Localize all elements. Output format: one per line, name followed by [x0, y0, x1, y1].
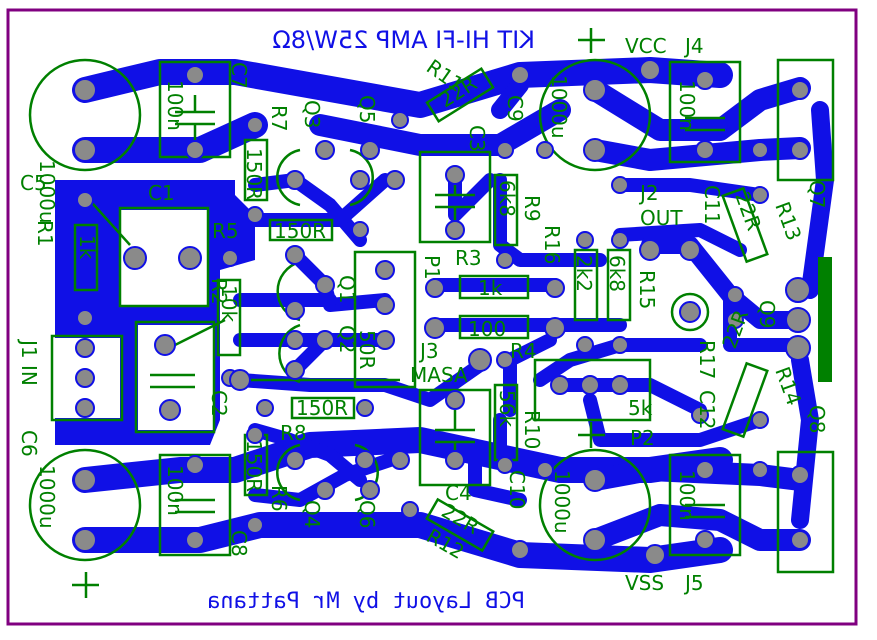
label-r3v: 1k — [478, 276, 503, 300]
label-c12v: 100n — [675, 470, 699, 521]
c5-outline — [28, 58, 142, 172]
label-c7: C7 — [227, 62, 251, 89]
label-r2v: 10k — [217, 285, 241, 322]
label-q5: Q5 — [355, 95, 379, 123]
label-r17: R17 — [695, 340, 719, 379]
label-r4v: 100 — [468, 317, 506, 341]
c9-outline — [538, 58, 652, 172]
label-r10v: 56k — [495, 390, 519, 427]
label-q7: Q7 — [805, 180, 829, 208]
label-r7: R7 — [267, 105, 291, 132]
label-c2: C2 — [207, 390, 231, 417]
label-q6: Q6 — [355, 500, 379, 528]
label-c11v: 100n — [675, 80, 699, 131]
label-r3: R3 — [455, 246, 482, 270]
c10-outline — [538, 448, 652, 562]
label-c10: C10 — [505, 470, 529, 509]
label-c6v: 1000u — [35, 465, 59, 529]
label-gnd: MASA — [410, 363, 468, 387]
label-r15v: 6k8 — [605, 255, 629, 292]
label-r16: R16 — [540, 225, 564, 264]
label-q2: Q2 — [335, 325, 359, 353]
label-r6v: 150R — [242, 440, 266, 492]
label-r1: R1 — [33, 220, 57, 247]
label-j3: J3 — [418, 339, 439, 363]
label-c11: C11 — [700, 185, 724, 224]
label-r15: R15 — [635, 270, 659, 309]
label-vss: VSS — [625, 571, 664, 595]
label-c6: C6 — [17, 430, 41, 457]
label-q3: Q3 — [300, 100, 324, 128]
label-r5v: 150R — [274, 219, 326, 243]
silkscreen-layer — [28, 28, 835, 598]
label-q4: Q4 — [300, 500, 324, 528]
label-r1v: 1k — [75, 235, 99, 260]
pads-layer — [73, 59, 811, 566]
label-j4: J4 — [683, 34, 704, 58]
label-c8: C8 — [227, 530, 251, 557]
label-r6: R6 — [267, 485, 291, 512]
label-c9: C9 — [503, 95, 527, 122]
label-r8: R8 — [280, 421, 307, 445]
label-c5v: 1000u — [35, 160, 59, 224]
label-c4: C4 — [445, 481, 472, 505]
label-c8v: 100n — [163, 465, 187, 516]
label-j1: J1 IN — [17, 338, 41, 386]
label-r7v: 150R — [242, 148, 266, 200]
label-r5: R5 — [212, 219, 239, 243]
label-r9v: 6k8 — [495, 180, 519, 217]
label-vcc: VCC — [625, 34, 667, 58]
label-r4: R4 — [510, 339, 537, 363]
label-p1v: 50R — [355, 330, 379, 369]
label-q8: Q8 — [805, 405, 829, 433]
label-q9: Q9 — [755, 300, 779, 328]
label-c9v: 1000u — [547, 75, 571, 139]
label-j2: J2 — [638, 181, 659, 205]
label-r10: R10 — [520, 410, 544, 449]
label-j5: J5 — [683, 571, 704, 595]
label-r9: R9 — [520, 195, 544, 222]
label-c1: C1 — [148, 181, 175, 205]
label-q1: Q1 — [335, 275, 359, 303]
label-r2: R2 — [207, 278, 231, 305]
label-p2v: 5k — [628, 396, 653, 420]
label-c10v: 1000u — [550, 470, 574, 534]
label-c3: C3 — [465, 125, 489, 152]
label-c12: C12 — [695, 390, 719, 429]
label-p2: P2 — [630, 426, 655, 450]
label-p1: P1 — [420, 255, 444, 280]
label-c7v: 100n — [163, 80, 187, 131]
copper-layer — [50, 57, 834, 573]
title-top: KIT HI-FI AMP 25W/8Ω — [272, 26, 535, 54]
label-r8v: 150R — [296, 396, 348, 420]
title-bottom: PCB Layout by Mr Pattana — [207, 589, 525, 614]
c6-outline — [28, 448, 142, 562]
label-r16v: 2k2 — [572, 255, 596, 292]
labels-layer: KIT HI-FI AMP 25W/8Ω PCB Layout by Mr Pa… — [17, 26, 829, 614]
label-out: OUT — [640, 206, 683, 230]
label-c5: C5 — [20, 171, 47, 195]
